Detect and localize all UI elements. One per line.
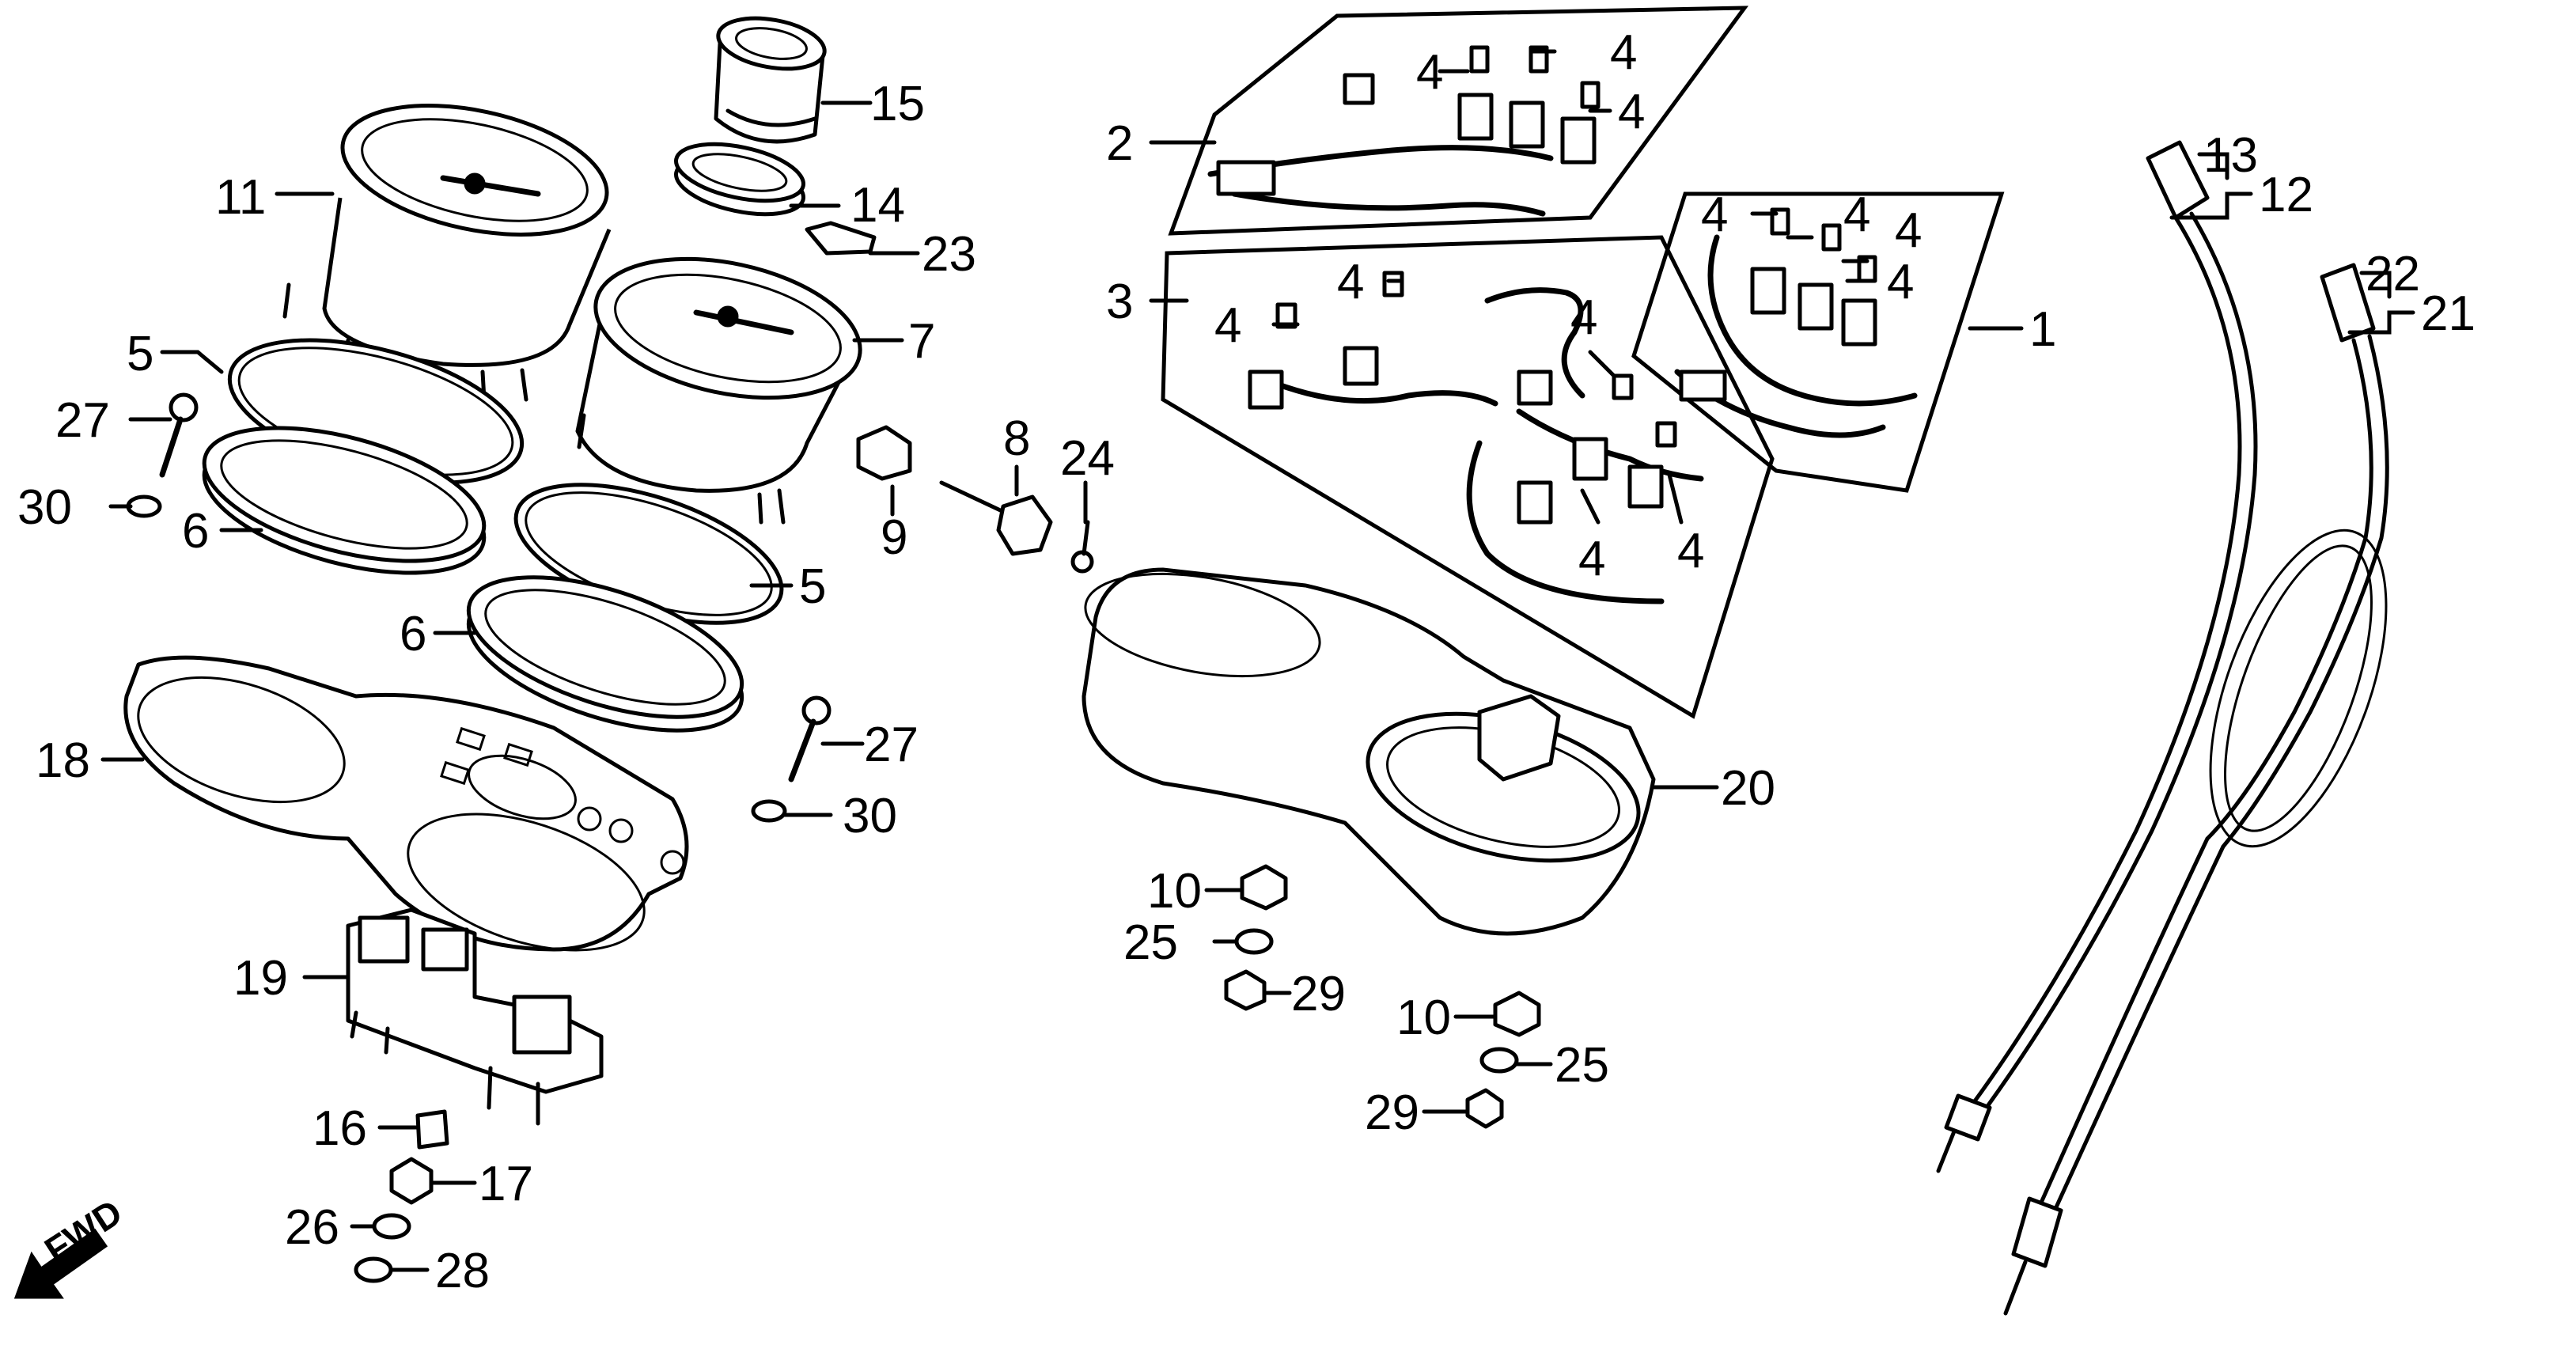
part-30-washer-right — [751, 799, 787, 823]
label-12: 12 — [2259, 168, 2313, 222]
label-17: 17 — [479, 1157, 533, 1211]
part-12-speedometer-cable — [1936, 140, 2258, 1173]
part-10-nut-right — [1493, 991, 1541, 1037]
label-29-right: 29 — [1365, 1085, 1419, 1140]
label-4-j: 4 — [1570, 290, 1597, 345]
label-4-a: 4 — [1416, 45, 1443, 100]
label-8: 8 — [1003, 411, 1030, 466]
part-23-plate — [805, 221, 877, 256]
label-29-left: 29 — [1291, 967, 1346, 1021]
label-15: 15 — [870, 77, 925, 131]
label-4-l: 4 — [1677, 524, 1704, 578]
label-2: 2 — [1106, 116, 1133, 171]
label-6-left: 6 — [182, 504, 209, 559]
label-20: 20 — [1721, 761, 1775, 816]
part-3-harness — [1161, 235, 1775, 719]
label-7: 7 — [908, 314, 935, 369]
part-19-socket-assy — [346, 907, 604, 1126]
part-29-nut-right — [1465, 1088, 1504, 1129]
label-4-k: 4 — [1578, 532, 1605, 586]
label-16: 16 — [313, 1101, 367, 1156]
label-3: 3 — [1106, 275, 1133, 329]
part-7-tachometer — [575, 256, 862, 525]
part-1-harness — [1631, 191, 2005, 493]
leader-lines — [100, 49, 2415, 1272]
label-6-right: 6 — [400, 607, 426, 661]
label-1: 1 — [2029, 302, 2056, 357]
part-20-meter-case — [1082, 567, 1656, 936]
label-19: 19 — [233, 951, 288, 1006]
fwd-arrow-icon: FWD — [13, 1192, 129, 1299]
label-10-right: 10 — [1396, 991, 1451, 1045]
label-4-b: 4 — [1610, 25, 1637, 80]
label-4-e: 4 — [1895, 203, 1922, 258]
label-4-i: 4 — [1214, 298, 1241, 353]
part-6-ring-right — [466, 575, 744, 733]
label-25-left: 25 — [1123, 915, 1178, 970]
part-9-knob — [856, 425, 912, 481]
part-18-panel — [123, 655, 689, 952]
part-21-tachometer-cable — [2003, 263, 2389, 1316]
callout-labels: 11 15 14 23 7 5 27 30 6 5 6 27 30 18 19 … — [17, 25, 2476, 1298]
label-28: 28 — [435, 1244, 490, 1298]
label-18: 18 — [36, 733, 90, 788]
part-6-ring-left — [202, 426, 487, 575]
label-27-left: 27 — [55, 393, 110, 448]
label-4-h: 4 — [1337, 255, 1364, 309]
label-21: 21 — [2421, 286, 2476, 341]
label-26: 26 — [285, 1200, 339, 1255]
part-24-screw — [1070, 520, 1094, 574]
label-4-g: 4 — [1701, 188, 1728, 242]
label-4-f: 4 — [1887, 255, 1914, 309]
label-23: 23 — [922, 227, 976, 282]
part-16-bulb — [415, 1109, 449, 1150]
label-22: 22 — [2366, 247, 2420, 301]
part-15-indicator-housing — [714, 16, 827, 144]
part-29-nut-left — [1224, 969, 1267, 1011]
part-28-nut — [354, 1256, 393, 1283]
label-14: 14 — [850, 178, 905, 233]
part-25-washer-right — [1479, 1047, 1519, 1074]
part-2-harness — [1168, 6, 1749, 236]
label-30-left: 30 — [17, 480, 72, 535]
label-13: 13 — [2203, 128, 2258, 183]
part-30-washer-left — [126, 494, 162, 518]
label-10-left: 10 — [1147, 864, 1202, 919]
part-27-screw-left — [159, 392, 199, 478]
part-8-reset-shaft — [939, 480, 1053, 556]
label-5-right: 5 — [799, 559, 826, 614]
part-26-washer — [372, 1213, 411, 1240]
part-27-screw-right — [788, 695, 832, 782]
label-4-d: 4 — [1843, 188, 1870, 242]
label-30-right: 30 — [843, 789, 897, 843]
part-25-washer-left — [1234, 928, 1274, 955]
part-10-nut-left — [1240, 864, 1288, 911]
label-25-right: 25 — [1555, 1038, 1609, 1093]
part-11-speedometer — [282, 104, 612, 402]
label-9: 9 — [881, 510, 907, 565]
part-17-nut — [389, 1157, 434, 1205]
label-11: 11 — [215, 170, 266, 225]
label-5-left: 5 — [127, 327, 153, 381]
label-24: 24 — [1060, 431, 1115, 486]
label-4-c: 4 — [1618, 85, 1645, 139]
label-27-right: 27 — [864, 718, 919, 772]
part-14-indicator-ring — [674, 142, 805, 217]
